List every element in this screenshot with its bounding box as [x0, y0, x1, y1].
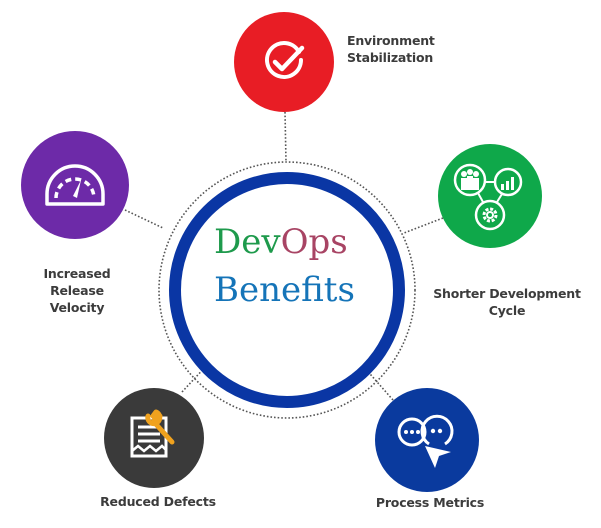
- node-increased-release-velocity: [21, 131, 129, 239]
- team-chart-gear-icon: [453, 163, 523, 231]
- chat-cursor-icon: [397, 414, 454, 468]
- check-circle-icon: [265, 41, 305, 79]
- title-line-1: DevOps: [214, 222, 348, 262]
- node-shorter-development-cycle: [438, 144, 542, 248]
- document-wrench-icon: [130, 409, 175, 458]
- label-line: Stabilization: [347, 50, 434, 65]
- label-line: Process Metrics: [375, 495, 485, 510]
- node-environment-stabilization: [234, 12, 334, 112]
- label-line: Cycle: [488, 303, 526, 318]
- label-line: Reduced Defects: [100, 494, 216, 509]
- label-increased-release-velocity: Increased Release Velocity: [16, 265, 138, 316]
- label-shorter-development-cycle: Shorter Development Cycle: [432, 285, 582, 319]
- label-line: Environment: [347, 33, 435, 48]
- label-line: Increased Release: [43, 266, 111, 298]
- label-process-metrics: Process Metrics: [375, 494, 485, 511]
- title-dev: Dev: [214, 222, 281, 262]
- title-ops: Ops: [280, 222, 348, 262]
- speedometer-icon: [45, 164, 105, 206]
- label-environment-stabilization: Environment Stabilization: [347, 32, 435, 66]
- label-line: Velocity: [49, 300, 105, 315]
- node-process-metrics: [375, 388, 479, 492]
- node-reduced-defects: [104, 388, 204, 488]
- title-benefits: Benefits: [214, 270, 355, 310]
- label-reduced-defects: Reduced Defects: [98, 493, 218, 510]
- label-line: Shorter Development: [433, 286, 581, 301]
